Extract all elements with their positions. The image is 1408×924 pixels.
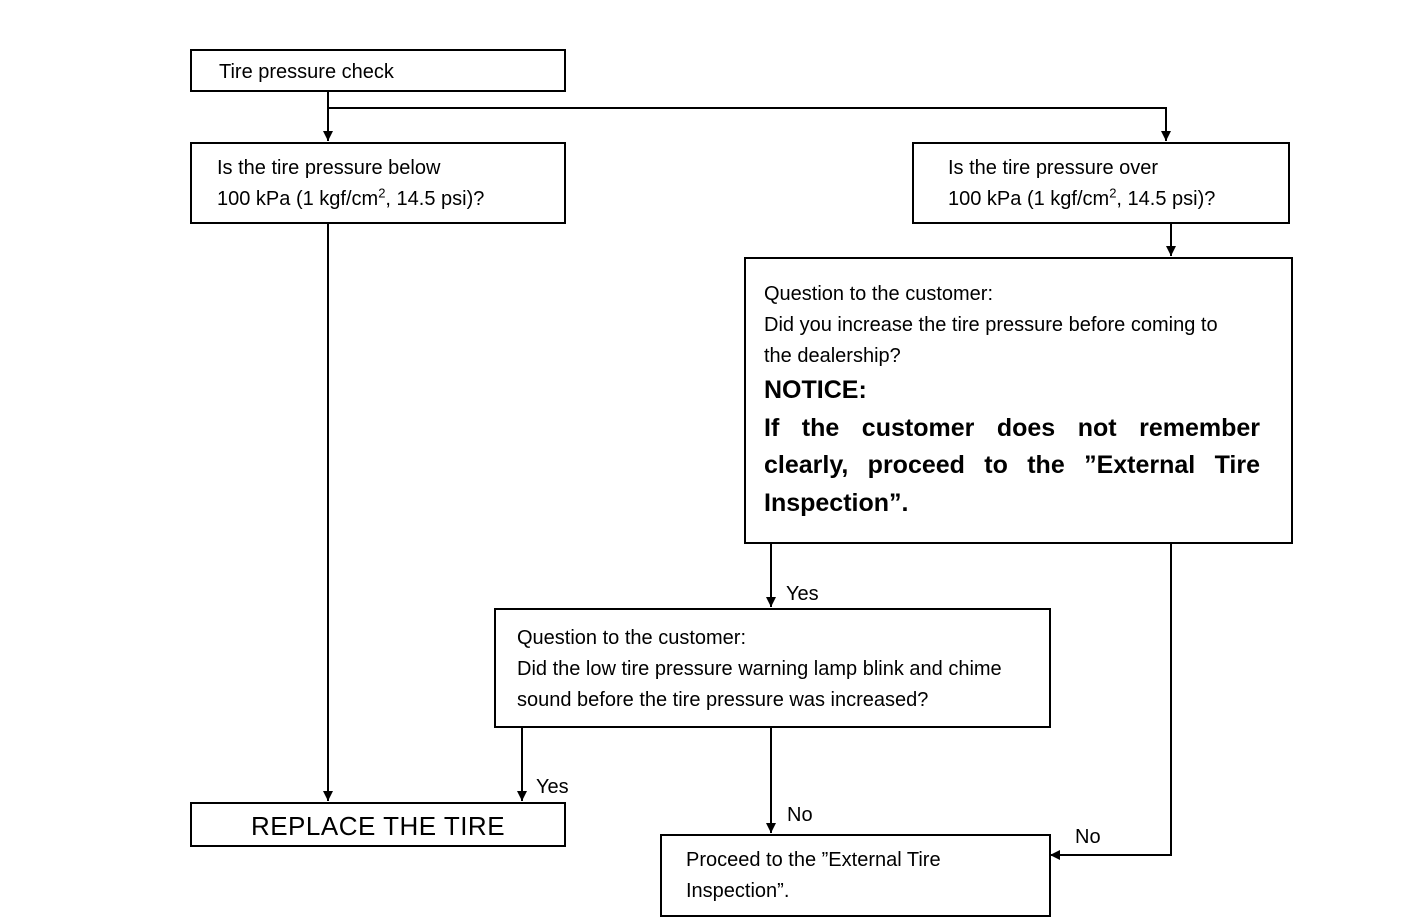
connector-start-to-over <box>328 107 1171 141</box>
check-over-box: Is the tire pressure over 100 kPa (1 kgf… <box>912 142 1290 224</box>
replace-tire-text: REPLACE THE TIRE <box>250 811 506 841</box>
edge-label-increase-no: No <box>1075 826 1101 848</box>
check-below-line2: 100 kPa (1 kgf/cm2, 14.5 psi)? <box>217 185 485 210</box>
edge-label-lamp-yes: Yes <box>536 776 569 798</box>
question-lamp-line2: Did the low tire pressure warning lamp b… <box>517 658 1002 680</box>
edge-label-increase-yes: Yes <box>786 583 819 605</box>
connector-question-no <box>1050 543 1172 860</box>
edge-label-lamp-no: No <box>787 804 813 826</box>
check-over-text: Is the tire pressure over 100 kPa (1 kgf… <box>948 153 1215 215</box>
external-inspection-line1: Proceed to the ”External Tire <box>686 849 941 871</box>
check-below-text: Is the tire pressure below 100 kPa (1 kg… <box>217 153 484 215</box>
question-increase-box: Question to the customer: Did you increa… <box>744 257 1293 544</box>
check-over-line1: Is the tire pressure over <box>948 157 1159 179</box>
notice-body: If the customer does not remember clearl… <box>764 413 1260 517</box>
external-inspection-text: Proceed to the ”External Tire Inspection… <box>686 845 941 907</box>
start-text: Tire pressure check <box>219 61 394 83</box>
question-increase-text: Question to the customer: Did you increa… <box>764 279 1260 522</box>
question-lamp-box: Question to the customer: Did the low ti… <box>494 608 1051 728</box>
question-lamp-text: Question to the customer: Did the low ti… <box>517 623 1002 716</box>
question-increase-line1: Question to the customer: <box>764 283 994 305</box>
check-below-box: Is the tire pressure below 100 kPa (1 kg… <box>190 142 566 224</box>
check-below-line1: Is the tire pressure below <box>217 157 441 179</box>
external-inspection-box: Proceed to the ”External Tire Inspection… <box>660 834 1051 917</box>
question-increase-line2: Did you increase the tire pressure befor… <box>764 314 1218 336</box>
question-lamp-line1: Question to the customer: <box>517 627 747 649</box>
question-lamp-line3: sound before the tire pressure was incre… <box>517 689 929 711</box>
replace-tire-box: REPLACE THE TIRE <box>190 802 566 847</box>
notice-title: NOTICE: <box>764 376 867 404</box>
external-inspection-line2: Inspection”. <box>686 880 790 902</box>
check-over-line2: 100 kPa (1 kgf/cm2, 14.5 psi)? <box>948 185 1216 210</box>
start-box: Tire pressure check <box>190 49 566 92</box>
question-increase-line3: the dealership? <box>764 345 901 367</box>
